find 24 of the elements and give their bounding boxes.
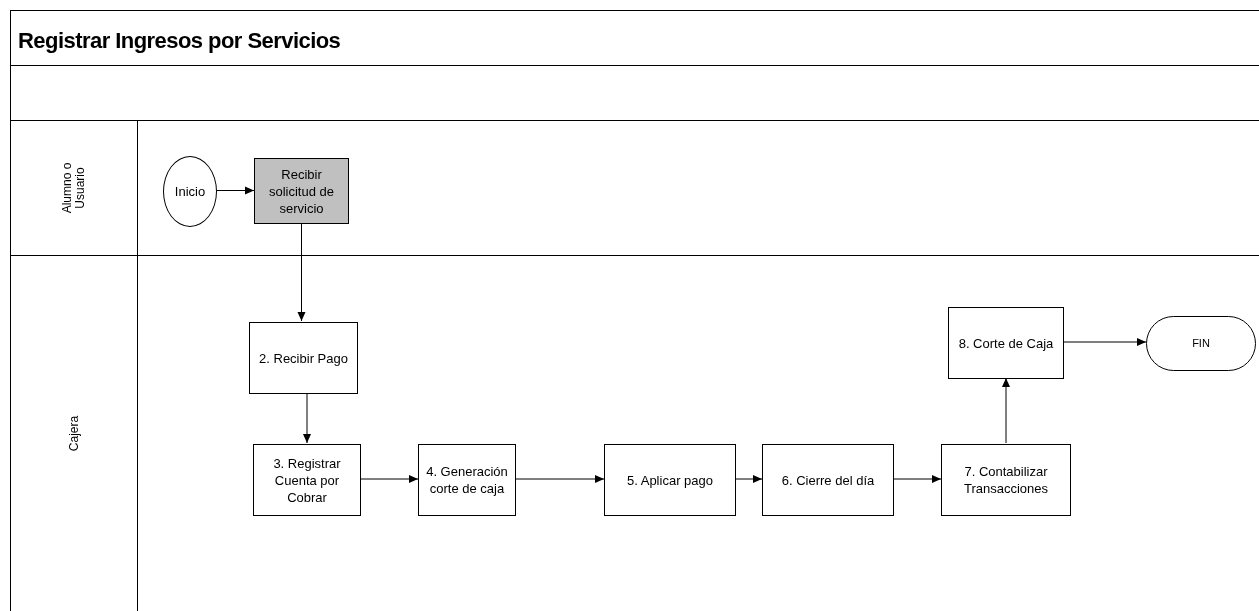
process-box: 3. Registrar Cuenta por Cobrar [253, 444, 361, 516]
diagram-title: Registrar Ingresos por Servicios [18, 27, 341, 55]
arrow [893, 475, 942, 483]
process-box: 6. Cierre del día [762, 444, 894, 516]
process-box: 8. Corte de Caja [948, 307, 1064, 379]
arrow [303, 392, 311, 444]
lane-label: Alumno o Usuario [60, 161, 87, 216]
lane-label: Cajera [67, 414, 80, 454]
process-box: 2. Recibir Pago [249, 322, 358, 394]
swimlane [10, 120, 1259, 255]
process-box: 5. Aplicar pago [604, 444, 736, 516]
terminal-shape: Inicio [163, 156, 217, 227]
process-box: 4. Generación corte de caja [418, 444, 516, 516]
arrow [1063, 338, 1147, 346]
arrow [735, 475, 763, 483]
process-box: 7. Contabilizar Transacciones [941, 444, 1071, 516]
arrow [360, 475, 419, 483]
arrow [515, 475, 605, 483]
terminal-shape: FIN [1146, 316, 1256, 371]
arrow [1002, 377, 1010, 444]
swimlane [10, 255, 1259, 611]
arrow [297, 222, 306, 322]
process-box: Recibir solicitud de servicio [254, 158, 349, 224]
arrow [216, 186, 255, 195]
